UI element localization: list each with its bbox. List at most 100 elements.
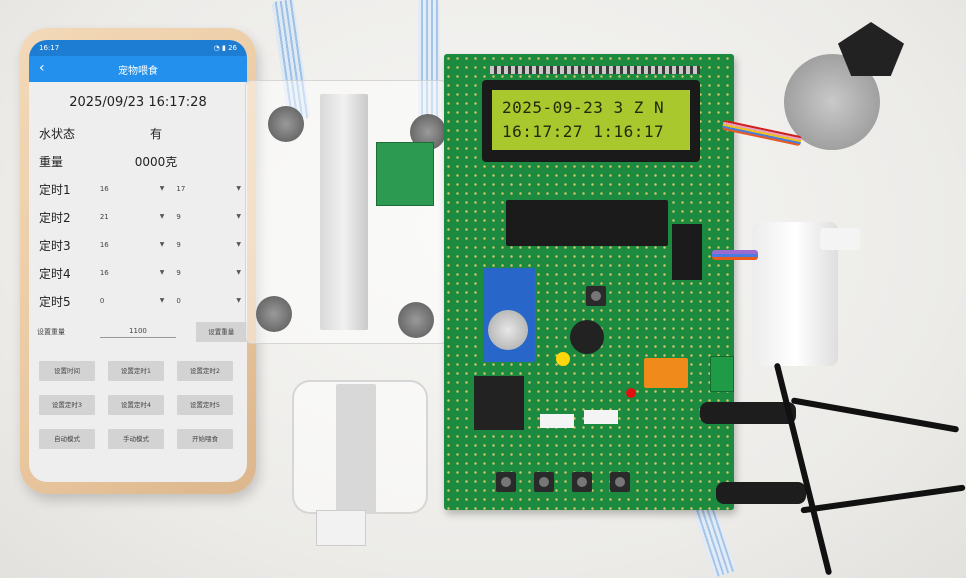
coin-battery (488, 310, 528, 350)
pump-nozzle (820, 228, 860, 250)
push-button[interactable] (610, 472, 630, 492)
power-cable (790, 397, 960, 433)
timer-row-1: 定时1 16 ▼ 17 ▼ (29, 175, 247, 203)
dc-jack-cable (700, 402, 796, 424)
water-status-label: 水状态 (39, 126, 76, 141)
timer-hour-select[interactable]: 21 ▼ (94, 213, 171, 221)
pump-wires (712, 250, 758, 260)
push-button[interactable] (496, 472, 516, 492)
timer-minute-select[interactable]: 9▼ (170, 213, 247, 221)
set-timer4-button[interactable]: 设置定时4 (108, 395, 164, 415)
timer-minute-select[interactable]: 17 ▼ (170, 185, 247, 193)
pin-header (490, 66, 700, 74)
set-timer1-button[interactable]: 设置定时1 (108, 361, 164, 381)
timer-label: 定时1 (39, 182, 71, 197)
red-led (626, 388, 636, 398)
motor-shaft-arrow (838, 22, 904, 76)
dc-jack-cable (716, 482, 806, 504)
power-cable (800, 484, 966, 514)
push-button[interactable] (572, 472, 592, 492)
screw (256, 296, 292, 332)
smartphone: 16:17 ◔ ▮ 26 ‹ 宠物喂食 2025/09/23 16:17:28 … (20, 28, 256, 494)
push-button[interactable] (586, 286, 606, 306)
timer-row-3: 定时3 16▼ 9▼ (29, 231, 247, 259)
weight-setting-label: 设置重量 (37, 328, 65, 336)
phone-screen: 16:17 ◔ ▮ 26 ‹ 宠物喂食 2025/09/23 16:17:28 … (29, 40, 247, 482)
dropdown-arrow-icon: ▼ (159, 185, 165, 192)
timer-hour-value: 0 (99, 297, 105, 305)
timer-hour-value: 21 (99, 213, 109, 221)
ribbon-cable (418, 0, 440, 130)
dropdown-arrow-icon: ▼ (236, 185, 241, 192)
dropdown-arrow-icon: ▼ (236, 241, 241, 248)
load-cell (320, 94, 368, 330)
timer-label: 定时5 (39, 294, 71, 309)
driver-chip (672, 224, 702, 280)
lcd-line-2: 16:17:27 1:16:17 (502, 122, 665, 141)
timer-label: 定时4 (39, 266, 71, 281)
timer-label: 定时3 (39, 238, 71, 253)
set-timer3-button[interactable]: 设置定时3 (39, 395, 95, 415)
timer-hour-value: 16 (99, 185, 109, 193)
connector (584, 410, 618, 424)
timer-row-2: 定时2 21 ▼ 9▼ (29, 203, 247, 231)
push-button[interactable] (534, 472, 554, 492)
app-bar: ‹ 宠物喂食 (29, 56, 247, 82)
lcd1602-display: 2025-09-23 3 Z N 16:17:27 1:16:17 (482, 80, 700, 162)
lcd-screen: 2025-09-23 3 Z N 16:17:27 1:16:17 (492, 90, 690, 150)
timer-row-4: 定时4 16▼ 9▼ (29, 259, 247, 287)
status-time: 16:17 (39, 44, 60, 52)
app-title: 宠物喂食 (118, 65, 158, 77)
water-status-value: 有 (149, 126, 162, 141)
timer-hour-select[interactable]: 16▼ (94, 269, 171, 277)
microcontroller-chip (506, 200, 668, 246)
screw (398, 302, 434, 338)
timer-minute-select[interactable]: 9▼ (170, 241, 247, 249)
timer-minute-value: 9 (176, 241, 181, 249)
timer-minute-select[interactable]: 0▼ (170, 297, 247, 305)
battery-level: 26 (228, 44, 237, 52)
set-weight-button[interactable]: 设置重量 (195, 322, 247, 342)
action-buttons: 设置时间 设置定时1 设置定时2 设置定时3 设置定时4 设置定时5 自动模式 … (29, 347, 247, 449)
lcd-line-1: 2025-09-23 3 Z N (502, 98, 665, 117)
set-timer2-button[interactable]: 设置定时2 (177, 361, 233, 381)
buzzer (570, 320, 604, 354)
dropdown-arrow-icon: ▼ (159, 241, 165, 248)
hx711-module (376, 142, 434, 206)
set-timer5-button[interactable]: 设置定时5 (177, 395, 233, 415)
screw-terminal (710, 356, 734, 392)
connector (540, 414, 574, 428)
timer-row-5: 定时5 0▼ 0▼ (29, 287, 247, 315)
timer-label: 定时2 (39, 210, 71, 225)
timer-minute-value: 17 (176, 185, 186, 193)
pump-cable (773, 362, 833, 576)
timer-hour-select[interactable]: 16▼ (94, 241, 171, 249)
timer-hour-select[interactable]: 16 ▼ (94, 185, 171, 193)
dropdown-arrow-icon: ▼ (159, 213, 165, 220)
weight-setting-row: 设置重量 1100 设置重量 (29, 317, 247, 347)
weight-value: 0000克 (134, 154, 178, 169)
timer-minute-value: 0 (176, 297, 181, 305)
weight-row: 重量 0000克 (29, 147, 247, 175)
set-time-button[interactable]: 设置时间 (39, 361, 95, 381)
current-datetime: 2025/09/23 16:17:28 (69, 95, 207, 110)
timer-hour-select[interactable]: 0▼ (94, 297, 171, 305)
timer-minute-value: 9 (176, 269, 181, 277)
auto-mode-button[interactable]: 自动模式 (39, 429, 95, 449)
dropdown-arrow-icon: ▼ (236, 269, 241, 276)
relay-module (644, 358, 688, 388)
dropdown-arrow-icon: ▼ (236, 297, 241, 304)
back-arrow-icon[interactable]: ‹ (39, 60, 45, 76)
yellow-led (556, 352, 570, 366)
weight-setting-input[interactable]: 1100 (100, 327, 176, 338)
timer-minute-select[interactable]: 9▼ (170, 269, 247, 277)
screw (268, 106, 304, 142)
status-bar: 16:17 ◔ ▮ 26 (29, 40, 247, 56)
battery-indicator: ◔ ▮ 26 (213, 44, 237, 52)
water-status-row: 水状态 有 (29, 119, 247, 147)
manual-mode-button[interactable]: 手动模式 (108, 429, 164, 449)
dropdown-arrow-icon: ▼ (159, 297, 165, 304)
wifi-module (474, 376, 524, 430)
start-feeding-button[interactable]: 开始喂食 (177, 429, 233, 449)
sensor-connector (316, 510, 366, 546)
